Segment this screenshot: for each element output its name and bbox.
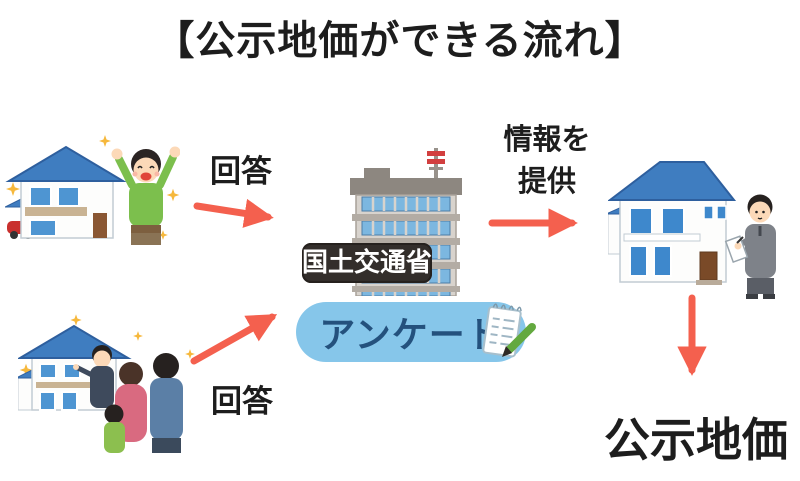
red-arrow-answer-bottom (190, 313, 278, 365)
page-title: 【公示地価ができる流れ】 (154, 18, 646, 64)
notepad-and-pencil-icon (482, 303, 536, 358)
sparkle-icon (19, 314, 195, 377)
family-viewing-house-illustration (18, 314, 195, 453)
house-with-cheering-owner-illustration (5, 135, 180, 245)
answer-label-top: 回答 (210, 154, 272, 190)
provide-info-line1: 情報を (503, 122, 591, 156)
house-icon (5, 145, 127, 239)
ministry-sign-label: 国土交通省 (302, 248, 433, 278)
survey-label: アンケート (319, 315, 503, 356)
house-icon (608, 161, 737, 285)
appraiser-icon (724, 194, 776, 299)
ministry-sign: 国土交通省 (302, 243, 432, 283)
answer-label-bottom: 回答 (211, 384, 273, 420)
family-icon (73, 345, 183, 453)
sparkle-icon (6, 135, 180, 240)
red-arrow-answer-top (193, 198, 274, 228)
result-label: 公示地価 (604, 413, 788, 467)
survey-banner: アンケート (296, 302, 526, 362)
appraiser-surveying-house-illustration (608, 161, 776, 299)
provide-info-label: 情報を 提供 (477, 118, 617, 202)
provide-info-line2: 提供 (517, 164, 576, 198)
antenna-icon (427, 148, 445, 180)
cheering-man-icon (111, 146, 180, 245)
